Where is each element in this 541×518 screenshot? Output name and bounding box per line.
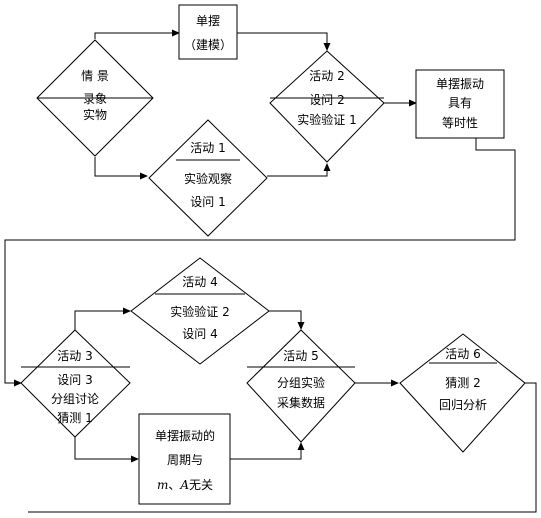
pendulum-model-box [178, 4, 238, 60]
activity4-diamond [130, 257, 270, 365]
activity1-diamond [148, 119, 268, 237]
activity5-title: 活动 5 [283, 349, 318, 363]
arrow-situation-to-activity1 [94, 157, 148, 180]
period-separator: 、 [168, 478, 180, 492]
activity6-title: 活动 6 [445, 347, 480, 361]
activity2-diamond [269, 50, 385, 163]
activity2-line1: 设问 2 [309, 93, 344, 107]
activity4-line1: 实验验证 2 [170, 304, 229, 319]
activity6-line2: 回归分析 [439, 398, 487, 412]
situation-title: 情 景 [81, 69, 109, 83]
activity3-diamond [20, 329, 131, 438]
period-var-a: A [179, 478, 189, 492]
situation-line2: 实物 [83, 107, 107, 122]
activity4-line2: 设问 4 [182, 327, 217, 341]
activity3-line1: 设问 3 [57, 373, 92, 387]
activity1-line2: 设问 1 [190, 195, 225, 209]
activity3-line3: 猜测 1 [57, 411, 92, 425]
activity5-line2: 采集数据 [277, 395, 325, 410]
arrow-activity4-to-activity5 [269, 310, 305, 330]
pendulum-model-line2: （建模） [184, 38, 232, 52]
connectors [4, 29, 537, 513]
activity5-line1: 分组实验 [277, 375, 325, 390]
isochronism-line1: 单摆振动 [436, 77, 484, 91]
arrow-activity3-to-activity4 [74, 307, 131, 330]
isochronism-line2: 具有 [448, 96, 472, 110]
activity3-title: 活动 3 [57, 349, 92, 363]
activity1-title: 活动 1 [190, 141, 225, 155]
period-line1: 单摆振动的 [155, 428, 215, 443]
period-tail: 无关 [189, 478, 213, 492]
activity6-line1: 猜测 2 [445, 376, 480, 390]
isochronism-box [415, 69, 505, 139]
arrow-activity1-to-activity2 [267, 163, 331, 177]
arrow-activity3-to-period [74, 437, 139, 463]
activity4-title: 活动 4 [182, 275, 217, 289]
period-box [138, 413, 231, 505]
period-line3: m、A无关 [157, 478, 213, 492]
pendulum-model-line1: 单摆 [196, 14, 220, 28]
period-line2: 周期与 [167, 453, 203, 467]
arrow-situation-to-model [94, 29, 180, 39]
arrow-period-to-activity5 [230, 442, 305, 460]
activity1-line1: 实验观察 [184, 171, 232, 186]
activity2-title: 活动 2 [309, 69, 344, 83]
period-var-m: m [157, 478, 168, 492]
line-activity6-exit [28, 382, 537, 513]
arrow-model-to-activity2 [237, 32, 331, 51]
situation-line1: 录象 [83, 92, 107, 106]
arrow-isochronism-to-activity3 [4, 138, 516, 387]
activity5-diamond [246, 329, 356, 443]
activity3-line2: 分组讨论 [51, 392, 99, 406]
activity2-line2: 实验验证 1 [297, 112, 356, 127]
isochronism-line3: 等时性 [442, 116, 478, 130]
